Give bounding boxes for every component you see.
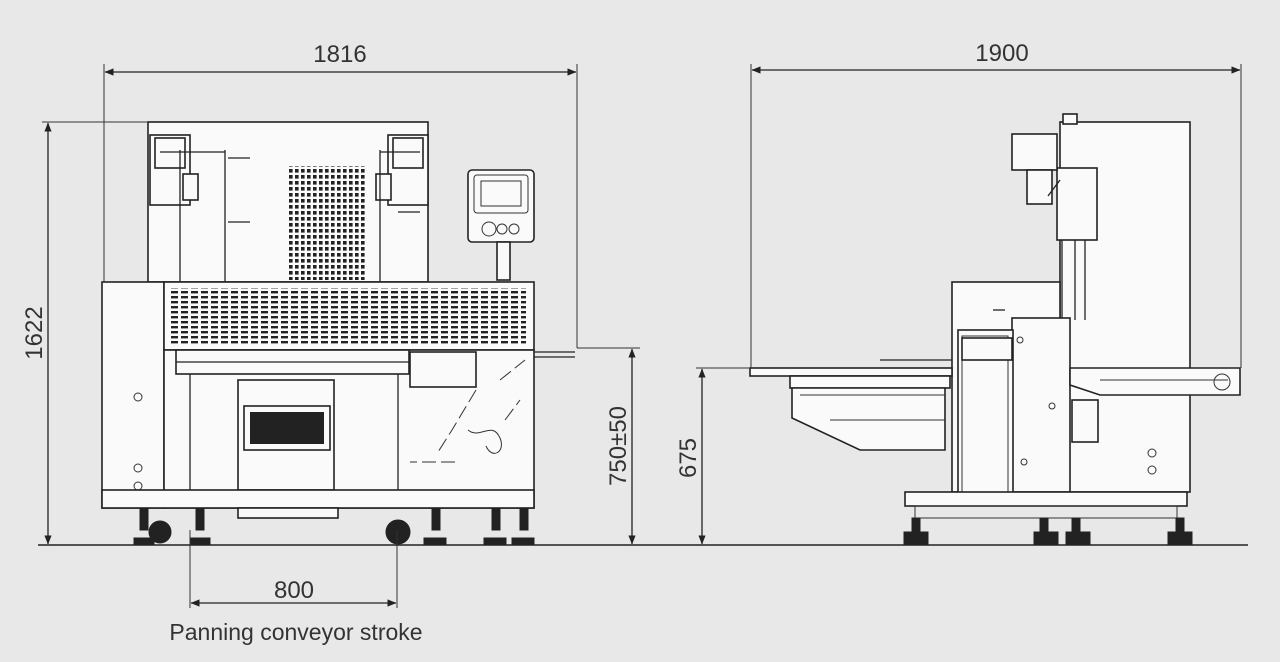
stroke-length-label: 800 bbox=[274, 577, 314, 604]
side-view bbox=[749, 113, 1241, 546]
stroke-caption: Panning conveyor stroke bbox=[169, 619, 422, 645]
front-height-label: 1622 bbox=[21, 306, 48, 359]
infeed-height-label: 675 bbox=[675, 438, 702, 478]
side-extension-lines bbox=[696, 64, 1242, 369]
table-height-label: 750±50 bbox=[605, 406, 632, 486]
front-width-label: 1816 bbox=[313, 41, 366, 68]
front-view bbox=[101, 121, 575, 546]
front-extension-lines bbox=[42, 64, 640, 608]
side-depth-label: 1900 bbox=[975, 40, 1028, 67]
